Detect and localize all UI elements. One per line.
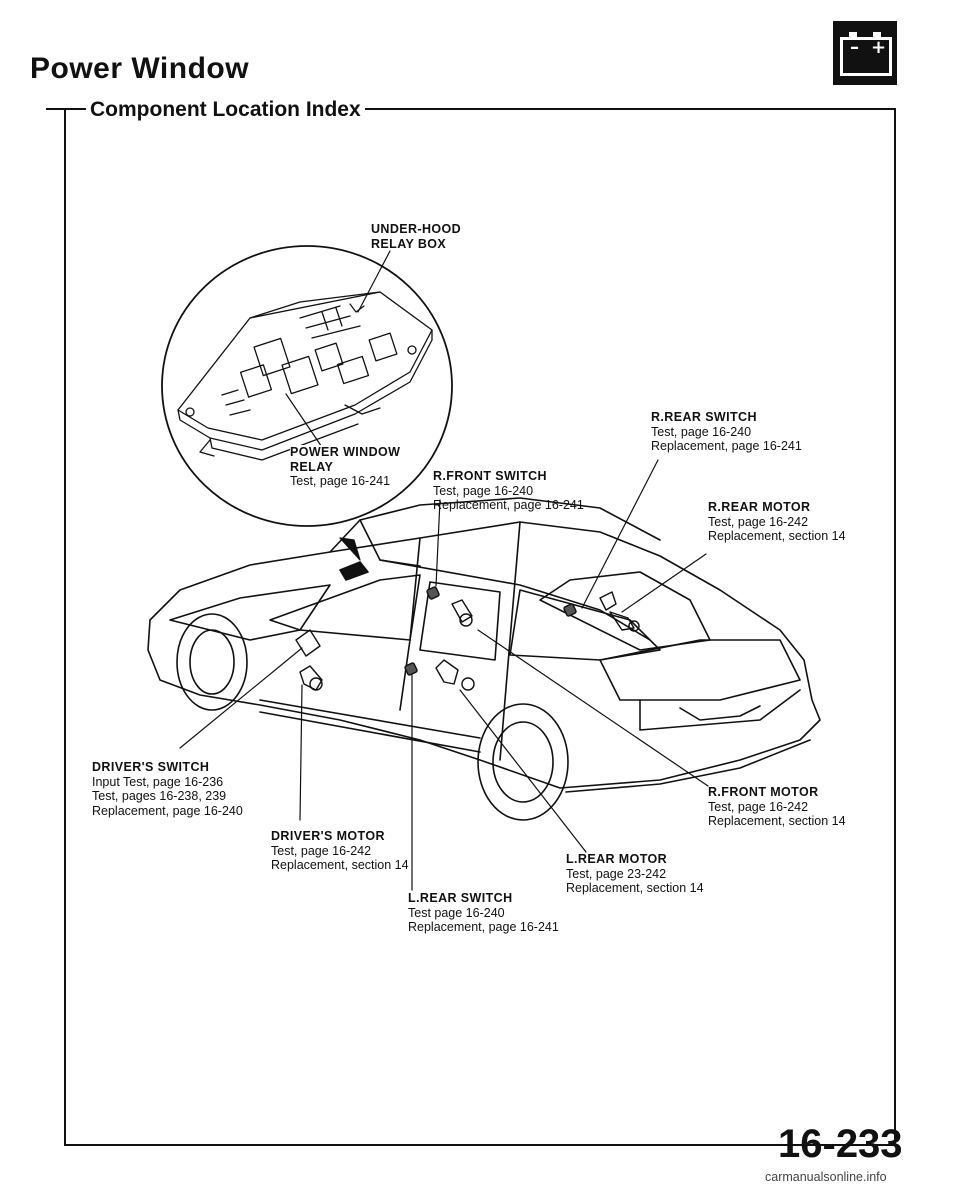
label-line: Test, pages 16-238, 239: [92, 789, 227, 803]
label-heading: RELAY: [290, 459, 334, 474]
label-heading: R.FRONT SWITCH: [433, 469, 547, 483]
label-line: Replacement, section 14: [708, 529, 846, 543]
label-line: Replacement, page 16-240: [92, 803, 243, 818]
label-drivers-motor: DRIVER'S MOTOR Test, page 16-242 Replace…: [271, 829, 409, 873]
label-heading: DRIVER'S MOTOR: [271, 829, 385, 843]
label-line: Replacement, page 16-241: [651, 439, 802, 453]
label-r-rear-motor: R.REAR MOTOR Test, page 16-242 Replaceme…: [708, 500, 846, 544]
label-l-rear-switch: L.REAR SWITCH Test page 16-240 Replaceme…: [408, 891, 559, 935]
label-line: Test page 16-240: [408, 905, 505, 920]
label-line: Test, page 23-242: [566, 866, 667, 881]
label-r-front-switch: R.FRONT SWITCH Test, page 16-240 Replace…: [433, 469, 584, 513]
label-r-front-motor: R.FRONT MOTOR Test, page 16-242 Replacem…: [708, 785, 846, 829]
label-line: Replacement, page 16-241: [433, 498, 584, 512]
label-heading: RELAY BOX: [371, 236, 447, 251]
page-title: Power Window: [30, 52, 250, 85]
label-line: Replacement, page 16-241: [408, 920, 559, 934]
label-line: Test, page 16-242: [271, 843, 372, 858]
frame-tick: [46, 108, 66, 110]
relay-inset-circle: [161, 245, 453, 527]
label-line: Replacement, section 14: [271, 858, 409, 872]
label-heading: UNDER-HOOD: [371, 222, 462, 236]
label-line: Replacement, section 14: [566, 881, 704, 895]
label-heading: L.REAR MOTOR: [566, 852, 668, 866]
label-heading: DRIVER'S SWITCH: [92, 760, 210, 774]
label-r-rear-switch: R.REAR SWITCH Test, page 16-240 Replacem…: [651, 410, 802, 454]
label-line: Test, page 16-240: [433, 483, 534, 498]
label-line: Test, page 16-242: [708, 799, 809, 814]
label-heading: R.REAR MOTOR: [708, 500, 811, 514]
relay-box-drawing: [177, 291, 433, 461]
label-line: Input Test, page 16-236: [92, 774, 224, 789]
battery-icon: – +: [833, 21, 897, 85]
battery-minus: –: [850, 37, 859, 58]
leader-lines: [179, 250, 709, 891]
label-under-hood-relay-box: UNDER-HOOD RELAY BOX: [371, 222, 461, 251]
battery-body: [840, 37, 892, 76]
label-line: Test, page 16-241: [290, 474, 391, 488]
section-subtitle: Component Location Index: [86, 98, 365, 122]
battery-terminal: [873, 32, 881, 38]
label-heading: R.REAR SWITCH: [651, 410, 757, 424]
component-symbols: [295, 586, 640, 691]
footer-watermark: carmanualsonline.info: [765, 1170, 887, 1184]
page-number: 16-233: [778, 1122, 903, 1166]
label-line: Test, page 16-242: [708, 514, 809, 529]
battery-plus: +: [871, 37, 887, 58]
car-drawing: [147, 497, 821, 821]
label-line: Test, page 16-240: [651, 424, 752, 439]
label-drivers-switch: DRIVER'S SWITCH Input Test, page 16-236 …: [92, 760, 243, 818]
label-line: Replacement, section 14: [708, 814, 846, 828]
index-frame: [64, 108, 896, 1146]
label-heading: L.REAR SWITCH: [408, 891, 513, 905]
label-heading: POWER WINDOW: [290, 445, 401, 459]
battery-terminal: [849, 32, 857, 38]
label-l-rear-motor: L.REAR MOTOR Test, page 23-242 Replaceme…: [566, 852, 704, 896]
label-power-window-relay: POWER WINDOW RELAY Test, page 16-241: [290, 445, 401, 489]
label-heading: R.FRONT MOTOR: [708, 785, 819, 799]
